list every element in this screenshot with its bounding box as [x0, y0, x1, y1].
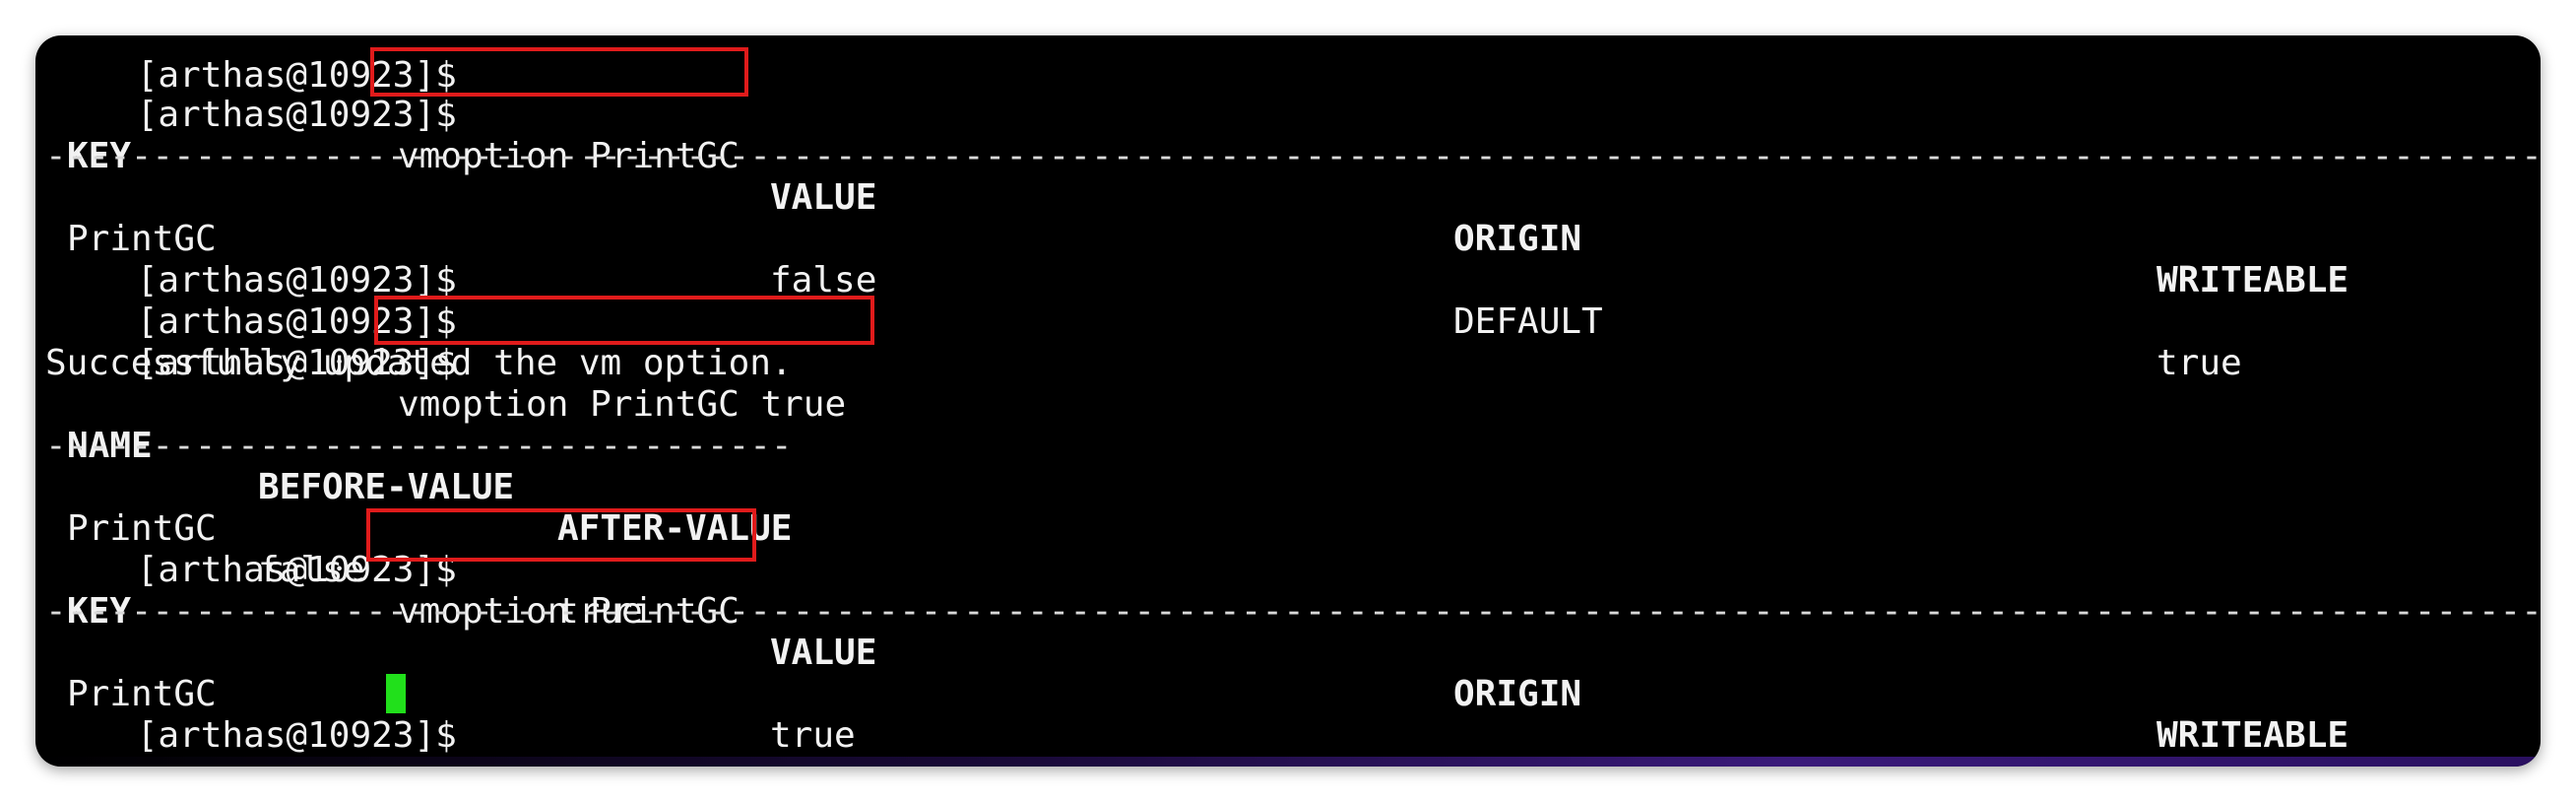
- prompt: [arthas@10923]$: [136, 715, 457, 756]
- header-key: KEY: [67, 591, 132, 632]
- prompt: [arthas@10923]$: [136, 95, 457, 135]
- prompt: [arthas@10923]$: [136, 260, 457, 301]
- header-name: NAME: [67, 426, 153, 466]
- command-line-2: [arthas@10923]$ vmoption PrintGC true: [51, 301, 846, 425]
- header-origin: ORIGIN: [1453, 674, 1582, 714]
- command-text-1: vmoption PrintGC: [398, 136, 740, 176]
- prompt: [arthas@10923]$: [136, 55, 457, 96]
- prompt: [arthas@10923]$: [136, 343, 457, 383]
- cell-before-value: false: [258, 550, 365, 590]
- header-value: VALUE: [770, 633, 877, 673]
- command-highlight-box-3: [366, 508, 756, 562]
- prompt-line-active[interactable]: [arthas@10923]$: [51, 674, 457, 756]
- cell-origin: MANAGEMENT: [1453, 757, 1667, 767]
- command-line-3: [arthas@10923]$ vmoption PrintGC: [51, 508, 740, 632]
- command-line-1: [arthas@10923]$ vmoption PrintGC: [51, 53, 740, 176]
- prompt: [arthas@10923]$: [136, 301, 457, 342]
- cell-writeable: true: [2157, 343, 2242, 383]
- command-highlight-box-2: [374, 296, 874, 345]
- cell-key: PrintGC: [67, 674, 217, 714]
- cell-value: false: [770, 260, 877, 301]
- header-before-value: BEFORE-VALUE: [258, 467, 515, 507]
- cell-name: PrintGC: [67, 508, 217, 549]
- prompt-line-empty-1: [arthas@10923]$: [51, 219, 457, 301]
- table-header-row-1: KEY VALUE ORIGIN WRITEABLE: [35, 95, 2541, 301]
- update-row: PrintGC false true: [35, 467, 1020, 632]
- update-separator: -----------------------------------: [45, 426, 793, 466]
- table-row-1: PrintGC false DEFAULT true: [35, 177, 2541, 383]
- success-message: Successfully updated the vm option.: [45, 343, 793, 383]
- table-separator-1: ----------------------------------------…: [45, 136, 2541, 176]
- terminal-cursor[interactable]: [386, 674, 406, 713]
- header-value: VALUE: [770, 177, 877, 218]
- header-writeable: WRITEABLE: [2157, 715, 2350, 756]
- prompt-line-clipped: [arthas@10923]$: [51, 35, 457, 96]
- header-key: KEY: [67, 136, 132, 176]
- command-text-3: vmoption PrintGC: [398, 591, 740, 632]
- update-header-row: NAME BEFORE-VALUE AFTER-VALUE: [35, 384, 1020, 549]
- table-header-row-2: KEY VALUE ORIGIN WRITEABLE: [35, 550, 2541, 756]
- command-text-2: vmoption PrintGC true: [398, 384, 847, 425]
- table-row-2: PrintGC true MANAGEMENT true: [35, 633, 2541, 767]
- prompt-line-empty-2: [arthas@10923]$: [51, 260, 457, 342]
- cell-origin: DEFAULT: [1453, 301, 1603, 342]
- command-highlight-box-1: [370, 47, 748, 97]
- cell-key: PrintGC: [67, 219, 217, 259]
- prompt: [arthas@10923]$: [136, 550, 457, 590]
- header-writeable: WRITEABLE: [2157, 260, 2350, 301]
- terminal-window[interactable]: [arthas@10923]$ [arthas@10923]$ vmoption…: [35, 35, 2541, 767]
- table-separator-2: ----------------------------------------…: [45, 591, 2541, 632]
- cell-value: true: [770, 715, 856, 756]
- cell-after-value: true: [557, 591, 643, 632]
- header-origin: ORIGIN: [1453, 219, 1582, 259]
